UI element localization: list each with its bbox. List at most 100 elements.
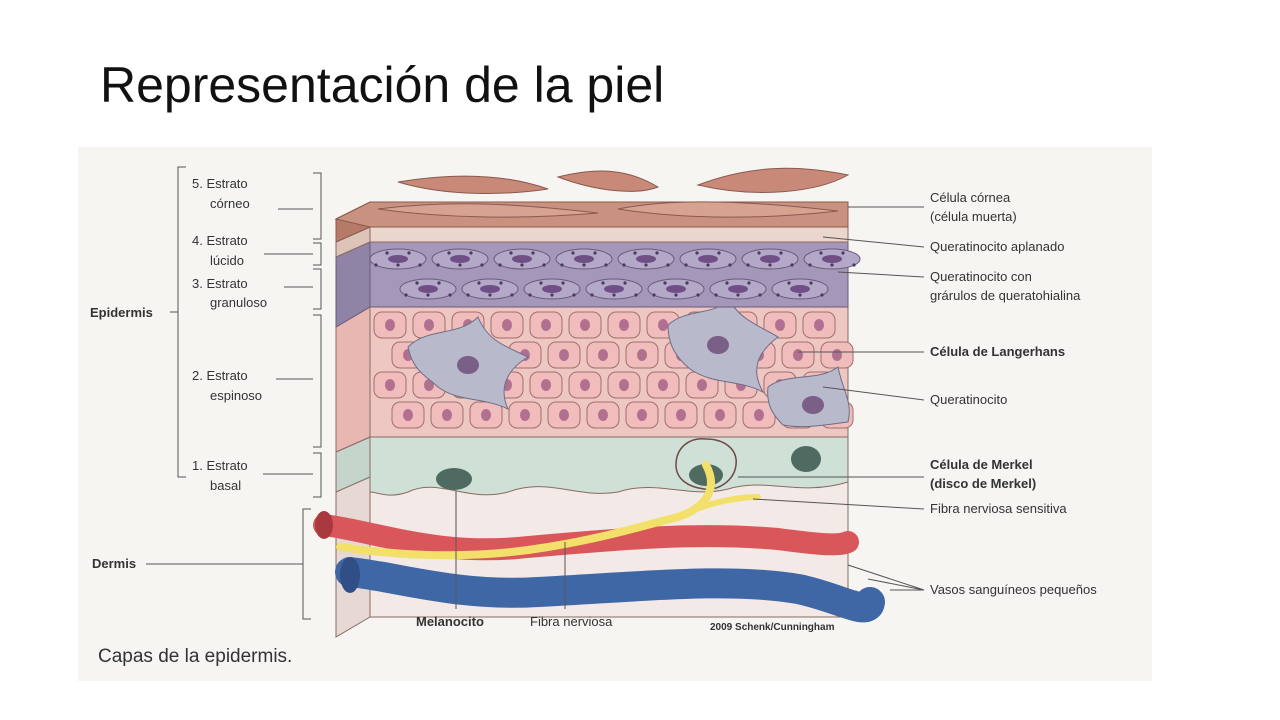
spinosum-side [335, 306, 371, 453]
granular-nucleus [790, 285, 810, 293]
keratohyalin-granule [418, 263, 422, 267]
keratohyalin-granule [601, 281, 605, 285]
artery-end [315, 511, 333, 539]
granular-nucleus [604, 285, 624, 293]
keratohyalin-granule [404, 293, 408, 297]
stratum-label: basal [210, 478, 241, 493]
keratohyalin-granule [604, 263, 608, 267]
keratinocyte-nucleus [775, 319, 785, 331]
keratohyalin-granule [728, 263, 732, 267]
keratohyalin-granule [498, 263, 502, 267]
nerve-fiber [675, 494, 761, 520]
corneum-flake [377, 203, 599, 218]
keratohyalin-granule [758, 293, 762, 297]
keratohyalin-granule [768, 263, 772, 267]
keratinocyte-nucleus [619, 319, 629, 331]
keratohyalin-granule [550, 293, 554, 297]
keratohyalin-granule [787, 281, 791, 285]
keratohyalin-granule [520, 263, 524, 267]
keratohyalin-granule [477, 281, 481, 285]
label-melanocito: Melanocito [416, 614, 484, 629]
keratohyalin-granule [415, 281, 419, 285]
keratohyalin-granule [633, 251, 637, 255]
keratohyalin-granule [612, 293, 616, 297]
blood-vessels [313, 511, 885, 623]
corneum-flake [696, 167, 850, 193]
keratohyalin-granule [407, 251, 411, 255]
keratohyalin-granule [469, 251, 473, 255]
keratinocyte-nucleus [754, 409, 764, 421]
keratohyalin-granule [819, 251, 823, 255]
keratinocyte-nucleus [502, 319, 512, 331]
nerve-fiber [336, 461, 715, 560]
granular-nucleus [666, 285, 686, 293]
keratohyalin-granule [725, 281, 729, 285]
keratinocyte-nucleus [481, 409, 491, 421]
keratohyalin-granule [696, 293, 700, 297]
skin-diagram: 5. Estrato córneo 4. Estrato lúcido 3. E… [78, 147, 1152, 681]
label-granulos: grárulos de queratohialina [930, 288, 1081, 303]
keratohyalin-granule [695, 251, 699, 255]
stratum-label: 5. Estrato [192, 176, 248, 191]
stratum-label: 2. Estrato [192, 368, 248, 383]
granular-nucleus [388, 255, 408, 263]
keratinocyte-nucleus [520, 409, 530, 421]
keratohyalin-granule [436, 263, 440, 267]
keratohyalin-granule [736, 293, 740, 297]
keratinocyte-nucleus [676, 409, 686, 421]
keratohyalin-granule [798, 293, 802, 297]
keratohyalin-granule [488, 293, 492, 297]
granular-nucleus [480, 285, 500, 293]
keratinocyte-nucleus [424, 319, 434, 331]
stratum-granulosum [335, 241, 861, 328]
slide-title: Representación de la piel [100, 57, 665, 113]
keratohyalin-granule [509, 251, 513, 255]
keratohyalin-granule [593, 251, 597, 255]
keratohyalin-granule [652, 293, 656, 297]
keratinocyte-nucleus [442, 409, 452, 421]
keratohyalin-granule [374, 263, 378, 267]
dermis-side [335, 474, 371, 638]
keratohyalin-granule [426, 293, 430, 297]
keratohyalin-granule [560, 263, 564, 267]
keratohyalin-granule [458, 263, 462, 267]
granular-nucleus [728, 285, 748, 293]
keratohyalin-granule [447, 251, 451, 255]
label-merkel: Célula de Merkel [930, 457, 1033, 472]
keratohyalin-granule [528, 293, 532, 297]
stratum-label: espinoso [210, 388, 262, 403]
granular-nucleus [574, 255, 594, 263]
keratohyalin-granule [841, 251, 845, 255]
keratohyalin-granule [808, 263, 812, 267]
keratohyalin-granule [480, 263, 484, 267]
figure-credit: 2009 Schenk/Cunningham [710, 622, 835, 633]
stratum-basale [335, 434, 849, 496]
dermis-label: Dermis [92, 556, 136, 571]
keratohyalin-granule [396, 263, 400, 267]
right-leader-lines [738, 206, 925, 591]
keratohyalin-granule [542, 263, 546, 267]
keratinocyte-nucleus [598, 349, 608, 361]
keratohyalin-granule [820, 293, 824, 297]
keratinocyte-nucleus [619, 379, 629, 391]
granulosum-cells [369, 248, 861, 300]
keratohyalin-granule [622, 263, 626, 267]
keratohyalin-granule [666, 263, 670, 267]
keratinocyte-nucleus [403, 409, 413, 421]
label-fibra-sensitiva: Fibra nerviosa sensitiva [930, 501, 1067, 516]
corneum-flake [397, 175, 549, 194]
langerhans-nucleus [457, 356, 479, 374]
keratohyalin-granule [644, 263, 648, 267]
keratohyalin-granule [572, 293, 576, 297]
granular-nucleus [698, 255, 718, 263]
keratohyalin-granule [510, 293, 514, 297]
keratohyalin-granule [448, 293, 452, 297]
corneum-flake [617, 201, 839, 218]
granular-nucleus [822, 255, 842, 263]
stratum-label: granuloso [210, 295, 267, 310]
keratohyalin-granule [590, 293, 594, 297]
stratum-label: 3. Estrato [192, 276, 248, 291]
stratum-corneum [334, 167, 850, 243]
keratohyalin-granule [582, 263, 586, 267]
keratohyalin-granule [747, 281, 751, 285]
